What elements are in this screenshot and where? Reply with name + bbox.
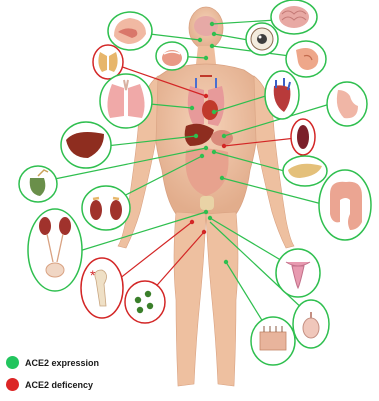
- bone-marrow-callout: [125, 281, 165, 323]
- skin-callout: [251, 317, 295, 365]
- pancreas-callout: [283, 156, 327, 186]
- adrenal-kidney-callout: [82, 186, 130, 230]
- gallbladder-callout: [19, 166, 57, 202]
- oral-cavity-callout: [156, 42, 188, 70]
- green-dot-icon: [6, 356, 19, 369]
- spleen-callout: [291, 119, 315, 155]
- colon-callout: [319, 170, 371, 240]
- testis-callout: [293, 300, 329, 348]
- liver-callout: [61, 122, 111, 168]
- kidney-bladder-callout: [28, 209, 82, 291]
- legend-deficiency-label: ACE2 deficency: [25, 380, 93, 390]
- nasal-cavity-callout: [108, 12, 152, 50]
- uterus-callout: [276, 249, 320, 297]
- bone-hip-callout: *: [81, 258, 123, 318]
- heart-callout: [265, 71, 299, 119]
- stomach-callout: [327, 82, 367, 126]
- thyroid-callout: [93, 45, 123, 79]
- red-dot-icon: [6, 378, 19, 391]
- svg-text:*: *: [90, 267, 96, 283]
- legend-expression-label: ACE2 expression: [25, 358, 99, 368]
- lungs-callout: [100, 74, 152, 128]
- legend-expression: ACE2 expression: [6, 356, 99, 369]
- ear-callout: [286, 41, 326, 77]
- brain-callout: [271, 0, 317, 34]
- eye-callout: [246, 23, 278, 55]
- legend-deficiency: ACE2 deficency: [6, 378, 93, 391]
